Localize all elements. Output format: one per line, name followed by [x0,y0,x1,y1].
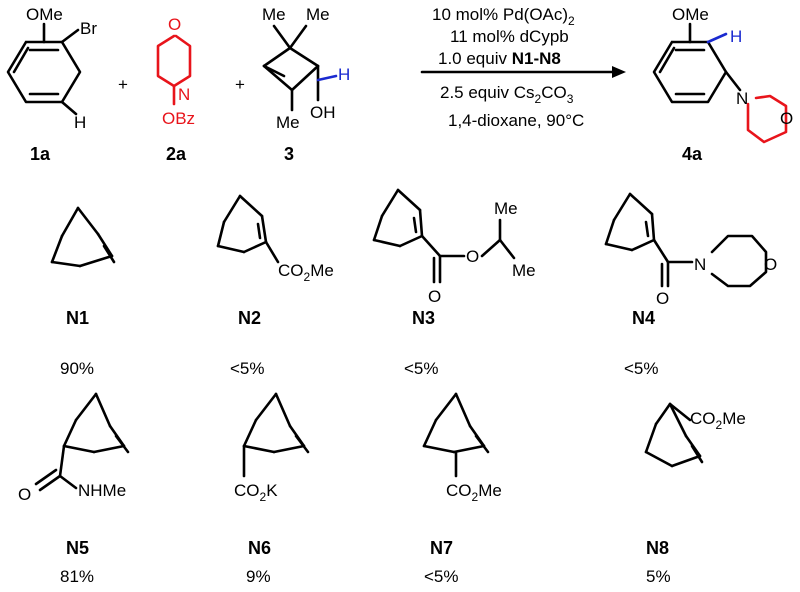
norbornene-n5-yield: 81% [60,567,94,586]
norbornene-n2-label: N2 [238,308,261,328]
reactant-3-structure [262,24,338,112]
reactant-3-me-1: Me [262,5,286,24]
norbornene-n4-n: N [694,255,706,274]
norbornene-n4-label: N4 [632,308,655,328]
norbornene-n6-structure [242,392,310,478]
condition-base: 2.5 equiv Cs2CO3 [440,83,574,106]
reactant-1a-ome: OMe [26,5,63,24]
norbornene-n8-label: N8 [646,538,669,558]
reactant-1a-label: 1a [30,144,51,164]
norbornene-n6-yield: 9% [246,567,271,586]
norbornene-n2-yield: <5% [230,359,265,378]
norbornene-n3-structure [372,188,516,284]
norbornene-n7-label: N7 [430,538,453,558]
plus-sign-1: + [118,75,128,94]
product-4a-o: O [780,109,793,128]
product-4a-label: 4a [682,144,703,164]
norbornene-n2-co2me: CO2Me [278,261,334,284]
norbornene-n3-yield: <5% [404,359,439,378]
condition-pd-catalyst: 10 mol% Pd(OAc)2 [432,5,575,28]
norbornene-n1-yield: 90% [60,359,94,378]
reactant-2a-label: 2a [166,144,187,164]
product-4a-structure [652,22,788,144]
reactant-1a-br: Br [80,19,97,38]
reactant-2a-obz: OBz [162,109,195,128]
reactant-3-oh: OH [310,103,336,122]
reaction-arrowhead [612,66,626,78]
norbornene-n7-co2me: CO2Me [446,481,502,504]
norbornene-n4-carbonyl-o: O [656,289,669,308]
norbornene-n4-structure [604,192,768,288]
reactant-3-me-3: Me [276,113,300,132]
condition-solvent: 1,4-dioxane, 90°C [448,111,584,130]
reactant-2a-structure [156,34,192,106]
reactant-1a-h: H [74,113,86,132]
reactant-3-h: H [338,65,350,84]
product-4a-h: H [730,27,742,46]
norbornene-n6-label: N6 [248,538,271,558]
norbornene-n5-o: O [18,485,31,504]
product-4a-ome: OMe [672,5,709,24]
norbornene-n6-co2k: CO2K [234,481,278,504]
norbornene-n1-structure [50,206,116,268]
product-4a-n: N [736,89,748,108]
condition-ligand: 11 mol% dCypb [450,27,569,46]
norbornene-n8-yield: 5% [646,567,671,586]
norbornene-n1-label: N1 [66,308,89,328]
norbornene-n8-co2me: CO2Me [690,409,746,432]
reactant-1a-structure [6,22,82,116]
reactant-2a-n: N [178,85,190,104]
norbornene-n3-carbonyl-o: O [428,287,441,306]
norbornene-n5-structure [34,392,130,492]
norbornene-n8-structure [644,402,704,468]
reactant-3-me-2: Me [306,5,330,24]
norbornene-n4-o: O [764,255,777,274]
norbornene-n5-label: N5 [66,538,89,558]
norbornene-n7-yield: <5% [424,567,459,586]
norbornene-n5-nhme: NHMe [78,481,126,500]
reactant-3-label: 3 [284,144,294,164]
norbornene-n3-me-1: Me [494,199,518,218]
norbornene-n2-structure [216,194,280,264]
reactant-2a-o: O [168,15,181,34]
norbornene-n3-me-2: Me [512,261,536,280]
norbornene-n3-label: N3 [412,308,435,328]
norbornene-n3-ester-o: O [466,247,479,266]
condition-norbornene: 1.0 equiv N1-N8 [438,49,561,68]
norbornene-n7-structure [422,392,490,478]
plus-sign-2: + [235,75,245,94]
norbornene-n4-yield: <5% [624,359,659,378]
